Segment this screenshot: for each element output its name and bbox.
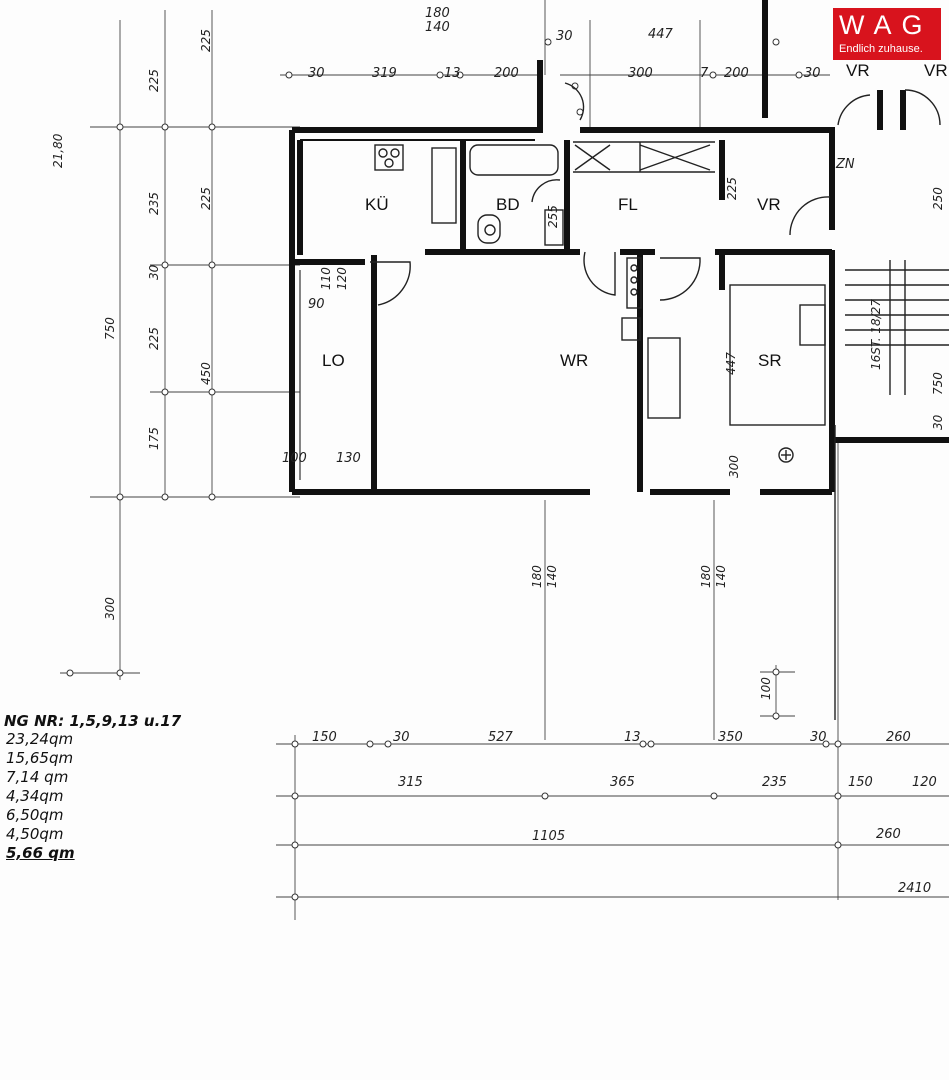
dimension-label: 30 bbox=[931, 414, 945, 430]
dimension-label: 225 bbox=[725, 177, 739, 200]
dimension-label: 225 bbox=[199, 29, 213, 52]
dimension-label: 225 bbox=[199, 187, 213, 210]
dimension-label: 30 bbox=[147, 264, 161, 280]
dimension-label: 13 bbox=[624, 730, 641, 745]
dimension-label: 7 bbox=[700, 66, 709, 81]
dimension-label: 30 bbox=[556, 29, 573, 44]
dimension-label: 750 bbox=[103, 317, 117, 340]
dimension-label: 200 bbox=[724, 66, 749, 81]
legend-area: 15,65qm bbox=[6, 749, 74, 767]
dimension-label: 225 bbox=[147, 69, 161, 92]
dimension-label: 260 bbox=[886, 730, 911, 745]
legend-area: 23,24qm bbox=[6, 730, 74, 748]
legend-area: 7,14 qm bbox=[6, 768, 69, 786]
dimension-label: 260 bbox=[876, 827, 901, 842]
legend-area: 4,34qm bbox=[6, 787, 64, 805]
dimension-label: 200 bbox=[494, 66, 519, 81]
room-label-flur: FL bbox=[618, 195, 638, 214]
dimension-label: 180 bbox=[425, 6, 450, 21]
room-label-bad: BD bbox=[496, 195, 520, 214]
logo-slogan: Endlich zuhause. bbox=[839, 43, 923, 55]
dimension-label: 180 bbox=[530, 565, 544, 588]
dimension-label: 527 bbox=[488, 730, 514, 745]
dimension-label: 750 bbox=[931, 372, 945, 395]
dimension-label: 120 bbox=[912, 775, 937, 790]
dimension-label: 250 bbox=[931, 187, 945, 210]
dimension-label: 315 bbox=[398, 775, 423, 790]
dimension-label: 235 bbox=[147, 192, 161, 215]
dimension-ticks bbox=[66, 38, 842, 901]
walls bbox=[289, 0, 949, 495]
dimension-label: 150 bbox=[312, 730, 337, 745]
dimension-label: 30 bbox=[804, 66, 821, 81]
dimension-label: 255 bbox=[546, 205, 560, 228]
dimension-label: 447 bbox=[724, 352, 738, 375]
dimension-label: 140 bbox=[545, 565, 559, 588]
dimension-label: 180 bbox=[699, 565, 713, 588]
dimension-label: 225 bbox=[147, 327, 161, 350]
dimension-label: 350 bbox=[718, 730, 743, 745]
dimension-label: 150 bbox=[848, 775, 873, 790]
dimension-label: 140 bbox=[425, 20, 450, 35]
room-label-vr-top2: VR bbox=[924, 61, 948, 80]
dimension-label: 300 bbox=[103, 597, 117, 620]
room-label-kueche: KÜ bbox=[365, 195, 389, 214]
room-label-vr-top: VR bbox=[846, 61, 870, 80]
room-labels: KÜ BD FL VR LO WR SR VR VR ZN bbox=[322, 61, 948, 370]
dimension-label: 450 bbox=[199, 362, 213, 385]
legend-title: NG NR: 1,5,9,13 u.17 bbox=[4, 712, 182, 730]
dimension-label: 90 bbox=[308, 297, 325, 312]
dimension-label: 100 bbox=[282, 451, 307, 466]
dimension-label: 1105 bbox=[532, 829, 565, 844]
dimension-label: 16ST. 18/27 bbox=[869, 299, 883, 370]
dimension-label: 120 bbox=[335, 267, 349, 290]
dimension-label: 110 bbox=[319, 267, 333, 290]
dimension-label: 100 bbox=[759, 677, 773, 700]
fixtures bbox=[370, 82, 949, 720]
dimension-label: 300 bbox=[727, 455, 741, 478]
dimension-label: 30 bbox=[308, 66, 325, 81]
room-label-vorraum: VR bbox=[757, 195, 781, 214]
dimension-label: 447 bbox=[648, 27, 674, 42]
logo-letters: WAG bbox=[839, 10, 933, 40]
wag-logo: WAG Endlich zuhause. bbox=[833, 8, 941, 60]
dimension-label: 300 bbox=[628, 66, 653, 81]
dimension-label: 13 bbox=[444, 66, 461, 81]
room-label-wohnraum: WR bbox=[560, 351, 588, 370]
legend-area: 6,50qm bbox=[6, 806, 64, 824]
room-label-loggia: LO bbox=[322, 351, 345, 370]
dimension-label: 130 bbox=[336, 451, 361, 466]
dimension-label: 30 bbox=[810, 730, 827, 745]
dimension-label: 2410 bbox=[898, 881, 931, 896]
room-label-schlafraum: SR bbox=[758, 351, 782, 370]
legend-area: 4,50qm bbox=[6, 825, 64, 843]
dimension-label: 140 bbox=[714, 565, 728, 588]
legend-area: 5,66 qm bbox=[6, 844, 75, 862]
dimension-label: 30 bbox=[393, 730, 410, 745]
room-label-zn: ZN bbox=[835, 157, 855, 172]
dimension-label: 365 bbox=[610, 775, 635, 790]
dimension-label: 235 bbox=[762, 775, 787, 790]
dimension-label: 319 bbox=[372, 66, 397, 81]
dimension-label: 21,80 bbox=[51, 133, 65, 168]
area-legend: NG NR: 1,5,9,13 u.17 23,24qm 15,65qm 7,1… bbox=[0, 712, 200, 863]
dimension-labels: 180 140 30 319 13 200 300 7 200 30 30 44… bbox=[51, 6, 945, 896]
dimension-label: 175 bbox=[147, 427, 161, 450]
